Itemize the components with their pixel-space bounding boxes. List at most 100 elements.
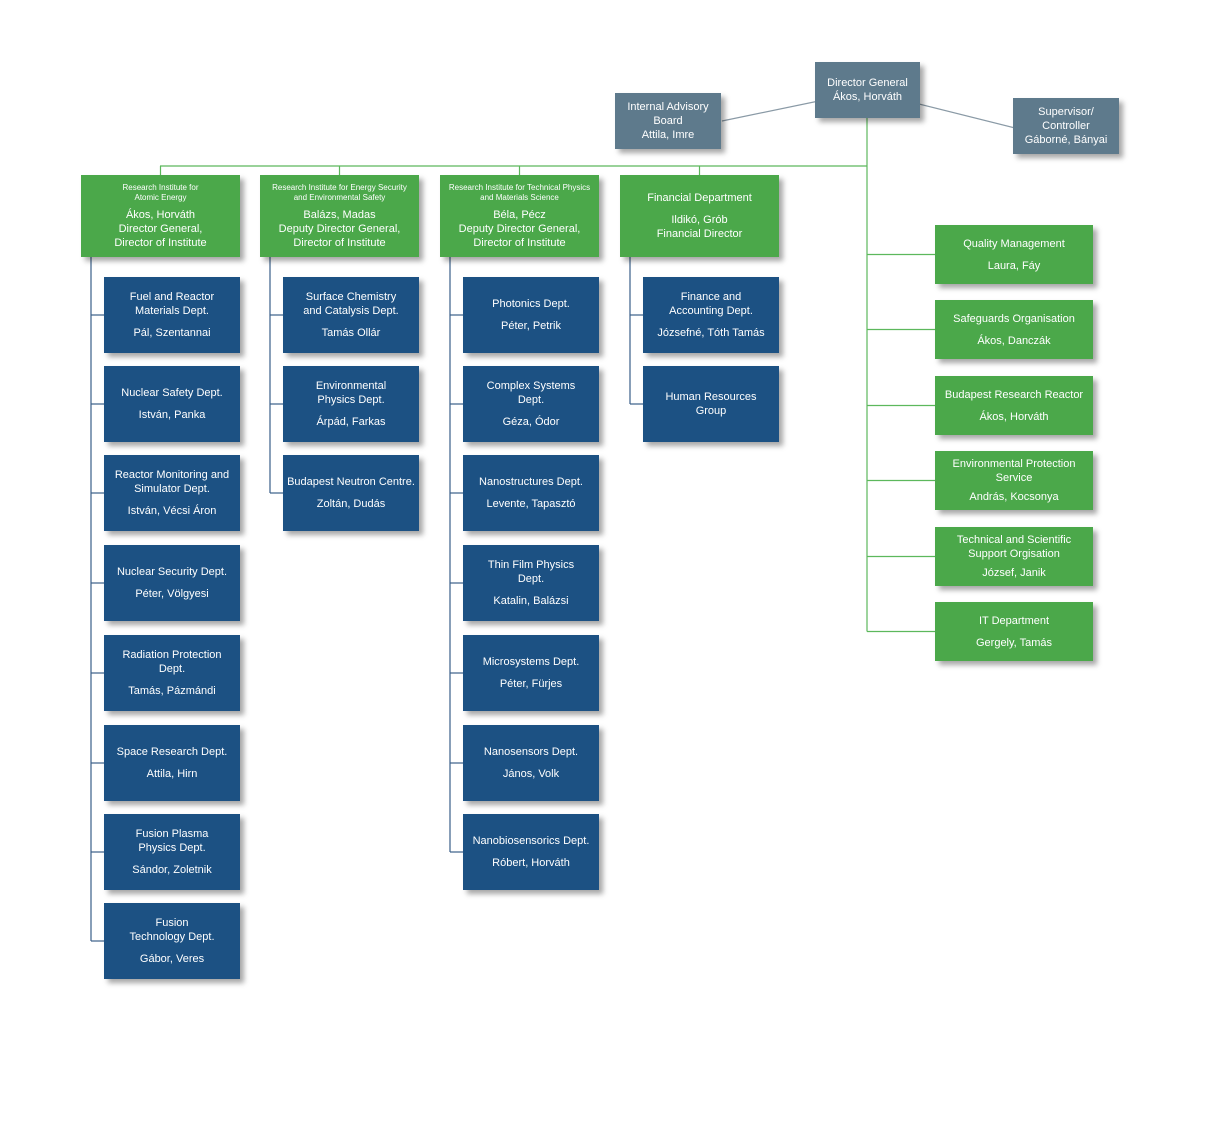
dept-head: Levente, Tapasztó	[486, 498, 576, 510]
dept-name: Nanobiosensorics Dept.	[472, 835, 590, 847]
institute-head: Financial Department	[647, 192, 752, 204]
dept-head: Zoltán, Dudás	[316, 498, 386, 510]
staff-unit-name: Technical and Scientific	[956, 534, 1072, 546]
staff-unit-head: Ákos, Danczák	[977, 334, 1051, 347]
staff-unit-head: Gergely, Tamás	[975, 636, 1052, 649]
dept-name: Surface Chemistry	[305, 291, 397, 303]
dept-head: Tamás Ollár	[321, 327, 381, 339]
department-box: Budapest Neutron Centre. Zoltán, Dudás	[283, 455, 419, 531]
supervisor-label: Supervisor/	[1038, 106, 1094, 118]
supervisor-label: Controller	[1042, 120, 1090, 132]
dept-name: and Catalysis Dept.	[303, 305, 399, 317]
dept-name: Space Research Dept.	[116, 746, 228, 758]
dept-name: Budapest Neutron Centre.	[287, 476, 415, 488]
dept-name: Dept.	[517, 394, 545, 406]
dept-name: Group	[695, 405, 727, 417]
dept-head: János, Volk	[502, 768, 560, 780]
advisory-label: Attila, Imre	[641, 129, 695, 141]
dept-name: Materials Dept.	[135, 305, 209, 317]
dept-head: Katalin, Balázsi	[493, 595, 569, 607]
dept-name: Physics Dept.	[317, 394, 385, 406]
advisory-label: Board	[653, 115, 683, 127]
department-box: Nanostructures Dept. Levente, Tapasztó	[463, 455, 599, 531]
institute-title: and Environmental Safety	[293, 192, 386, 202]
dept-name: Dept.	[158, 663, 186, 675]
dept-head: Gábor, Veres	[139, 953, 205, 965]
dept-name: Nanostructures Dept.	[479, 476, 583, 488]
institute-title: and Materials Science	[480, 192, 559, 202]
dept-head: Péter, Völgyesi	[135, 588, 209, 600]
institute-head: Director of Institute	[293, 236, 386, 249]
advisory-label: Internal Advisory	[627, 101, 709, 113]
dept-head: Pál, Szentannai	[133, 327, 211, 339]
dept-head: Árpád, Farkas	[316, 416, 386, 428]
dept-name: Reactor Monitoring and	[114, 469, 230, 481]
dept-name: Environmental	[315, 380, 387, 392]
director-label: Director General	[827, 77, 908, 89]
institute-head: Ákos, Horváth	[125, 208, 196, 221]
institute-head: Financial Director	[656, 228, 743, 240]
dept-head: István, Vécsi Áron	[127, 505, 217, 517]
director-label: Ákos, Horváth	[832, 91, 903, 103]
dept-name: Nuclear Security Dept.	[116, 566, 228, 578]
staff-unit-head: András, Kocsonya	[969, 491, 1059, 503]
dept-head: Péter, Fürjes	[499, 678, 563, 690]
department-box: Nanosensors Dept. János, Volk	[463, 725, 599, 801]
staff-unit-head: József, Janik	[982, 567, 1046, 579]
staff-unit-name: Environmental Protection	[952, 458, 1076, 470]
institute-head: Ildikó, Grób	[671, 214, 728, 226]
dept-name: Fusion Plasma	[135, 828, 209, 840]
dept-name: Microsystems Dept.	[482, 656, 580, 668]
institute-head: Deputy Director General,	[458, 222, 581, 235]
staff-unit-head: Ákos, Horváth	[979, 410, 1049, 423]
staff-unit-name: IT Department	[978, 614, 1050, 627]
institute-head: Béla, Pécz	[493, 208, 546, 221]
institute-head: Director of Institute	[114, 236, 207, 249]
dept-head: Sándor, Zoletnik	[132, 864, 212, 876]
dept-head: Géza, Ódor	[502, 416, 560, 428]
dept-name: Photonics Dept.	[492, 298, 570, 310]
institute-head: Director General,	[118, 222, 203, 235]
dept-name: Thin Film Physics	[487, 559, 575, 571]
institute-head: Director of Institute	[473, 236, 566, 249]
institute-title: Atomic Energy	[134, 192, 187, 202]
dept-head: Péter, Petrik	[501, 320, 561, 332]
dept-name: Finance and	[680, 291, 742, 303]
staff-unit-name: Support Orgisation	[968, 548, 1060, 560]
institute-title: Research Institute for Technical Physics	[448, 182, 591, 192]
supervisor-label: Gáborné, Bányai	[1024, 134, 1108, 146]
dept-name: Nuclear Safety Dept.	[121, 387, 223, 399]
dept-name: Fuel and Reactor	[129, 291, 215, 303]
institute-title: Research Institute for	[122, 182, 199, 192]
dept-name: Nanosensors Dept.	[483, 746, 579, 758]
dept-name: Radiation Protection	[122, 649, 222, 661]
staff-unit-name: Service	[995, 472, 1033, 484]
department-box: Nuclear Safety Dept.István, Panka	[104, 366, 240, 442]
institute-box: Research Institute for Technical Physics…	[440, 175, 599, 257]
dept-name: Fusion	[155, 917, 189, 929]
staff-unit-name: Quality Management	[963, 237, 1065, 250]
department-box: Photonics Dept. Péter, Petrik	[463, 277, 599, 353]
dept-name: Complex Systems	[486, 380, 576, 392]
dept-head: Józsefné, Tóth Tamás	[657, 327, 765, 339]
